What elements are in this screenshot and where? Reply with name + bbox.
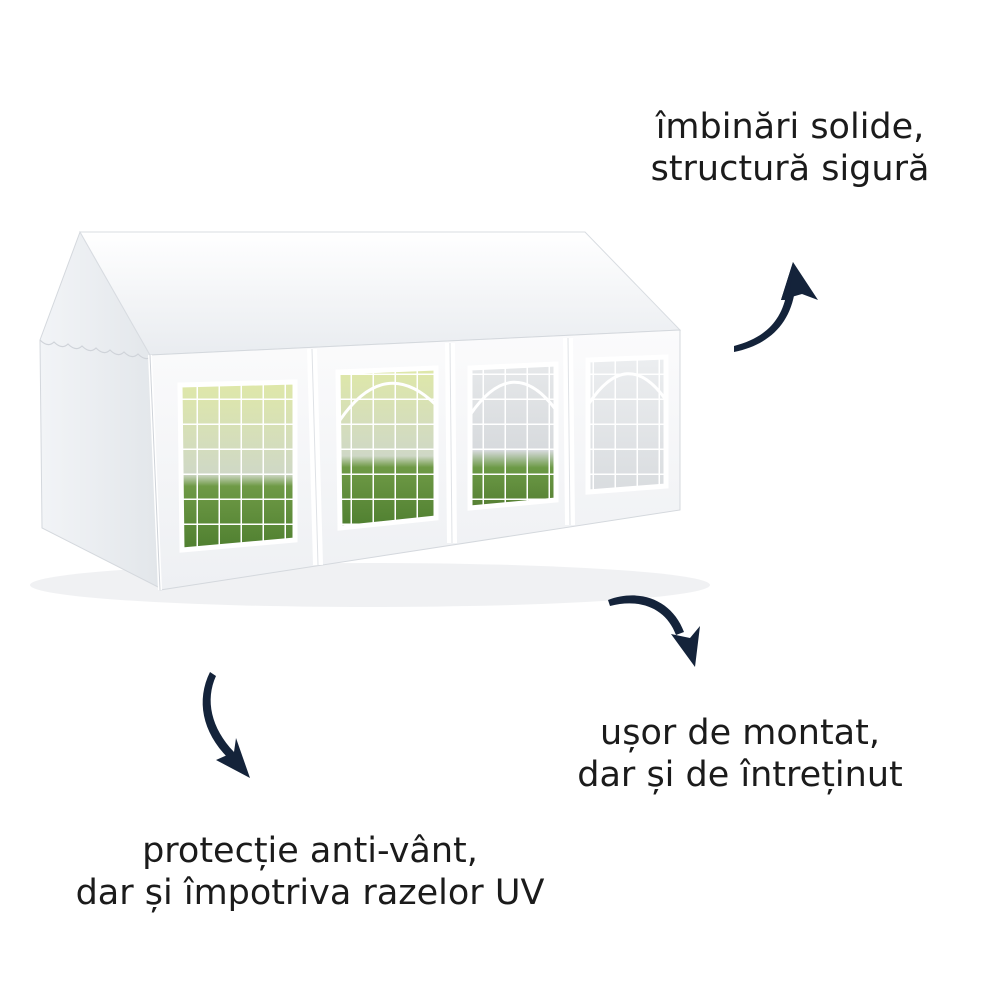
callout-line: îmbinări solide, [655, 107, 925, 147]
callout-joints-structure: îmbinări solide, structură sigură [600, 106, 980, 190]
callout-line: dar și de întreținut [577, 755, 903, 795]
tent-window-1 [177, 379, 298, 553]
tent-window-2 [335, 365, 439, 531]
callout-line: structură sigură [650, 149, 930, 189]
callout-wind-uv-protection: protecție anti-vânt, dar și împotriva ra… [15, 830, 605, 914]
callout-easy-assembly: ușor de montat, dar și de întreținut [530, 712, 950, 796]
tent-window-4 [585, 354, 669, 495]
callout-line: protecție anti-vânt, [142, 831, 478, 871]
callout-line: dar și împotriva razelor UV [75, 873, 545, 913]
tent-window-3 [467, 361, 559, 511]
callout-line: ușor de montat, [600, 713, 880, 753]
